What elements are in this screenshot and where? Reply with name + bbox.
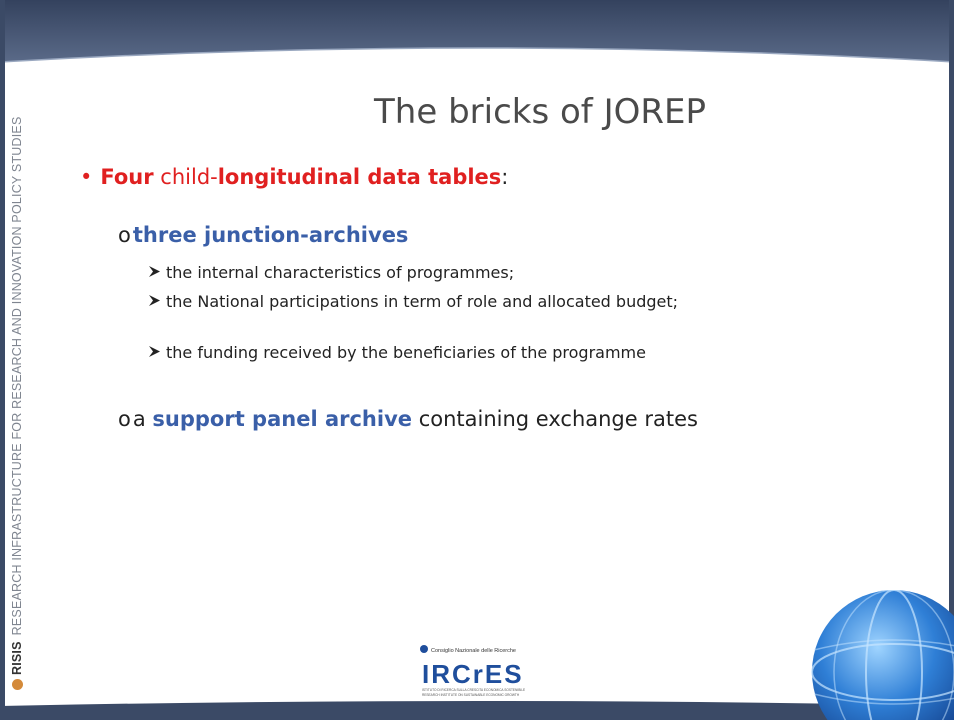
main-bullet: • Four child-longitudinal data tables:: [80, 165, 508, 189]
top-band: [0, 0, 954, 63]
bullet-part-four: Four: [100, 165, 154, 189]
frame-left: [0, 0, 5, 720]
bullet-part-tables: longitudinal data tables: [217, 165, 502, 189]
logo-org-text: Consiglio Nazionale delle Ricerche: [431, 648, 516, 654]
ircres-logo: Consiglio Nazionale delle Ricerche IRCrE…: [420, 645, 525, 697]
junction-archives-label: three junction-archives: [132, 223, 409, 247]
list-item: the internal characteristics of programm…: [148, 262, 830, 284]
side-banner: RISIS RESEARCH INFRASTRUCTURE FOR RESEAR…: [6, 90, 28, 690]
cnr-logo-icon: [420, 645, 428, 653]
side-banner-brand: RISIS: [10, 641, 24, 675]
logo-name-text: IRCrES: [422, 659, 524, 689]
bottom-band: [0, 701, 954, 720]
globe-icon: [811, 590, 954, 720]
list-item: the National participations in term of r…: [148, 291, 818, 313]
list-item-text: the National participations in term of r…: [166, 292, 679, 311]
bullet-part-colon: :: [501, 165, 509, 189]
risis-logo-icon: [11, 679, 23, 690]
sub-bullet-junction-archives: othree junction-archives: [118, 223, 408, 247]
circle-bullet-marker: o: [118, 223, 131, 247]
support-panel-highlight: support panel archive: [152, 407, 413, 431]
side-banner-text: RESEARCH INFRASTRUCTURE FOR RESEARCH AND…: [10, 116, 24, 636]
arrow-bullet-icon: [148, 342, 162, 364]
sub-bullet-support-panel: oa support panel archive containing exch…: [118, 407, 698, 431]
arrow-bullet-icon: [148, 291, 162, 313]
bullet-dot-icon: •: [80, 165, 93, 189]
list-item-text: the internal characteristics of programm…: [166, 263, 515, 282]
circle-bullet-marker: o: [118, 407, 131, 431]
bullet-part-child: child-: [153, 165, 218, 189]
list-item: the funding received by the beneficiarie…: [148, 342, 818, 364]
slide-title: The bricks of JOREP: [374, 92, 706, 132]
frame-right: [949, 0, 954, 720]
logo-caption-1: ISTITUTO DI RICERCA SULLA CRESCITA ECONO…: [422, 688, 525, 692]
logo-caption-2: RESEARCH INSTITUTE ON SUSTAINABLE ECONOM…: [422, 693, 520, 697]
support-panel-suffix: containing exchange rates: [412, 407, 698, 431]
support-panel-prefix: a: [132, 407, 153, 431]
list-item-text: the funding received by the beneficiarie…: [166, 343, 646, 362]
arrow-bullet-icon: [148, 262, 162, 284]
